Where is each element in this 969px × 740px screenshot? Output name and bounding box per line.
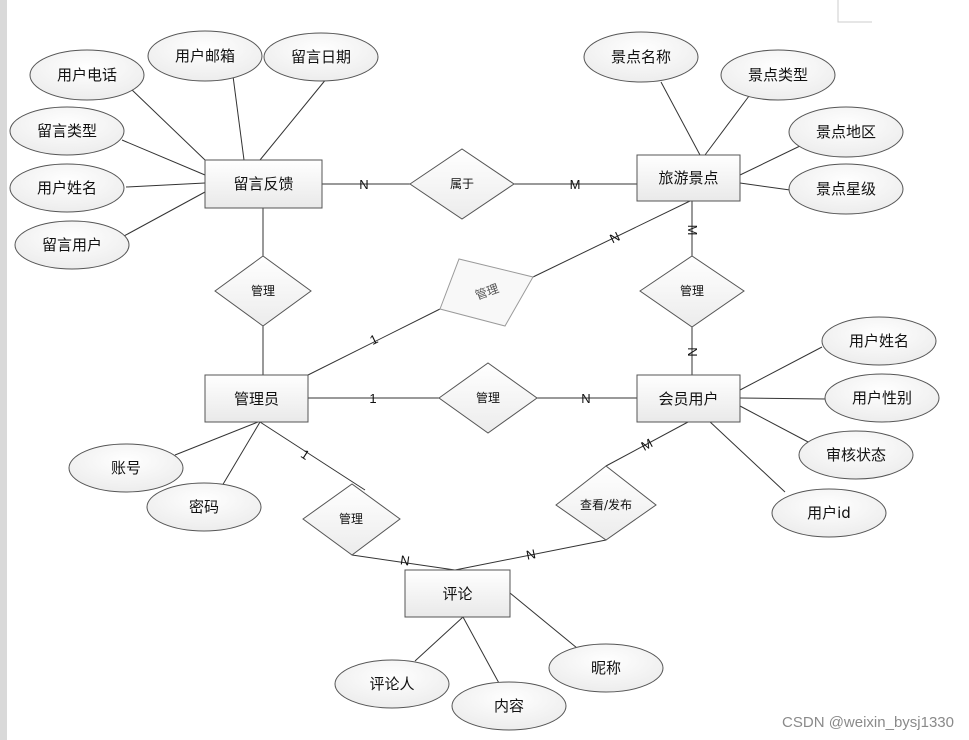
attribute-account: 账号: [68, 443, 184, 493]
attribute-label: 留言用户: [42, 236, 102, 254]
attribute-label: 账号: [111, 459, 141, 477]
entity-scenic-spot: 旅游景点: [636, 154, 741, 202]
attribute-label: 用户邮箱: [175, 47, 235, 65]
attribute-audit-status: 审核状态: [798, 430, 914, 480]
attribute-label: 留言类型: [37, 122, 97, 140]
cardinality-label: N: [685, 347, 700, 356]
entity-label: 管理员: [234, 390, 279, 408]
cardinality-label: M: [685, 225, 700, 236]
relationship-manage-feedback: 管理: [214, 255, 312, 327]
attribute-user-name: 用户姓名: [9, 163, 125, 213]
attribute-reviewer: 评论人: [334, 659, 450, 709]
attribute-nickname: 昵称: [548, 643, 664, 693]
attribute-spot-rating: 景点星级: [788, 163, 904, 215]
entity-feedback: 留言反馈: [204, 159, 323, 209]
attribute-label: 景点星级: [816, 180, 876, 198]
attribute-password: 密码: [146, 482, 262, 532]
cardinality-label: N: [525, 546, 537, 563]
page-left-edge: [0, 0, 7, 740]
relationship-spot-member: 管理: [639, 255, 745, 328]
attribute-label: 评论人: [369, 675, 414, 693]
attribute-label: 密码: [189, 498, 219, 516]
attribute-label: 景点名称: [611, 48, 671, 66]
attribute-label: 内容: [494, 697, 524, 715]
relationship-manage-member: 管理: [438, 362, 538, 434]
attribute-user-id: 用户id: [771, 488, 887, 538]
relationship-manage-spot: 管理: [439, 258, 534, 327]
attribute-spot-name: 景点名称: [583, 31, 699, 83]
attribute-member-gender: 用户性别: [824, 373, 940, 423]
entity-label: 旅游景点: [658, 169, 718, 187]
attribute-spot-type: 景点类型: [720, 49, 836, 101]
attribute-spot-area: 景点地区: [788, 106, 904, 158]
relationship-label: 管理: [251, 283, 275, 298]
relationship-label: 管理: [339, 511, 363, 526]
entity-comment: 评论: [404, 569, 511, 618]
cardinality-label: N: [399, 552, 410, 568]
cardinality-label: N: [581, 391, 590, 406]
attribute-message-date: 留言日期: [263, 32, 379, 82]
relationship-view-post: 查看/发布: [555, 465, 657, 541]
relationship-belongs: 属于: [409, 148, 515, 220]
attribute-label: 昵称: [591, 659, 621, 677]
connector-lines: [121, 75, 827, 686]
entity-admin: 管理员: [204, 374, 309, 423]
attribute-label: 用户id: [807, 504, 851, 522]
entity-label: 会员用户: [658, 390, 718, 408]
attribute-user-email: 用户邮箱: [147, 30, 263, 82]
relationship-label: 管理: [680, 283, 704, 298]
attribute-label: 景点类型: [748, 66, 808, 84]
cardinality-label: N: [359, 177, 368, 192]
cardinality-label: M: [570, 177, 581, 192]
attribute-content: 内容: [451, 681, 567, 731]
page-corner-mark: [837, 0, 872, 23]
attribute-member-name: 用户姓名: [821, 316, 937, 366]
entity-member: 会员用户: [636, 374, 741, 423]
attribute-user-phone: 用户电话: [29, 49, 145, 101]
relationship-label: 查看/发布: [580, 497, 632, 512]
cardinality-label: N: [607, 229, 622, 247]
attribute-label: 用户姓名: [849, 332, 909, 350]
attribute-label: 留言日期: [291, 48, 351, 66]
relationship-manage-comment: 管理: [302, 483, 401, 556]
entity-label: 评论: [442, 585, 472, 603]
attribute-message-type: 留言类型: [9, 106, 125, 156]
attribute-label: 用户性别: [852, 389, 912, 407]
cardinality-label: 1: [369, 391, 376, 406]
attribute-label: 审核状态: [826, 446, 886, 464]
attribute-message-user: 留言用户: [14, 220, 130, 270]
attribute-label: 景点地区: [816, 123, 876, 141]
attribute-label: 用户姓名: [37, 179, 97, 197]
entity-label: 留言反馈: [233, 175, 293, 193]
attribute-label: 用户电话: [57, 66, 117, 84]
cardinality-label: M: [638, 435, 655, 453]
relationship-label: 管理: [476, 390, 500, 405]
watermark: CSDN @weixin_bysj1330: [782, 714, 954, 731]
relationship-label: 属于: [450, 177, 474, 191]
